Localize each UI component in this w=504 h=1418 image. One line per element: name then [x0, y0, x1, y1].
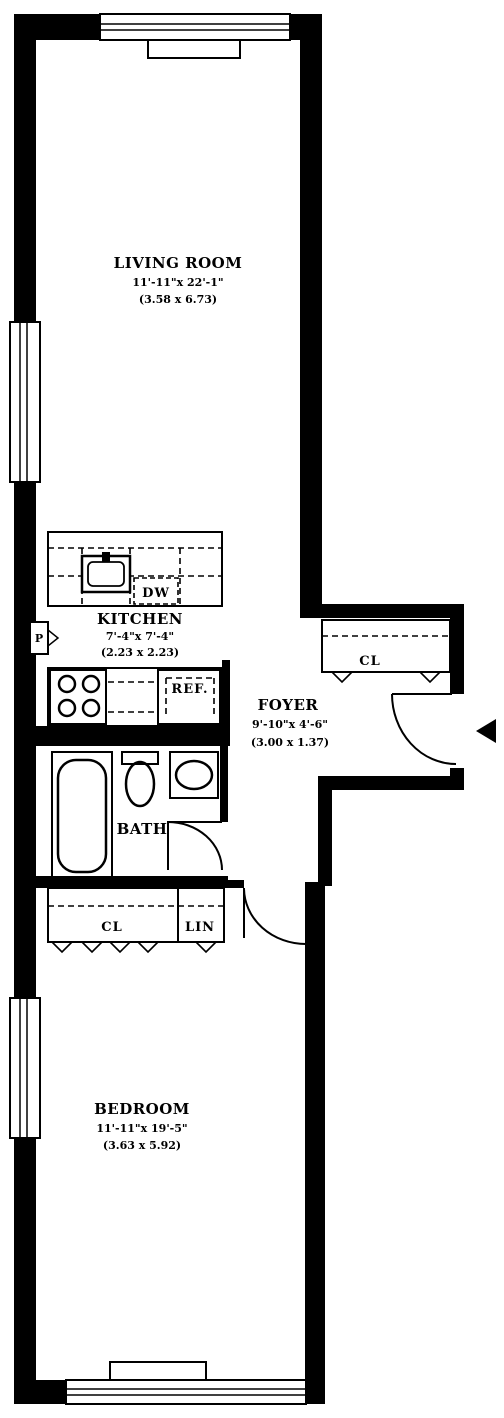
bath-bedroom-wall: [36, 876, 228, 888]
bath-right-wall: [220, 746, 228, 822]
bedroom-dim-imperial: 11'-11"x 19'-5": [96, 1122, 187, 1135]
dishwasher-label: DW: [142, 586, 170, 601]
foyer-bumpout-top-wall: [300, 604, 462, 618]
refrigerator: REF.: [157, 669, 221, 725]
bedroom-closet-label: CL: [101, 920, 123, 935]
foyer-bumpout-bottom-wall: [322, 776, 464, 790]
bath-name: BATH: [117, 820, 168, 838]
foyer-dim-imperial: 9'-10"x 4'-6": [252, 718, 328, 731]
kitchen-bath-wall: [36, 726, 228, 746]
living-left-window: [9, 321, 41, 483]
bedroom-name: BEDROOM: [94, 1100, 190, 1118]
right-exterior-wall-upper: [300, 14, 322, 614]
living-room-dim-metric: (3.58 x 6.73): [139, 293, 217, 306]
bath-door-swing: [167, 821, 223, 871]
bedroom-left-window: [9, 997, 41, 1139]
kitchen-sink: [80, 552, 132, 594]
foyer-lower-right-wall: [318, 776, 332, 886]
bedroom-dim-metric: (3.63 x 5.92): [103, 1139, 181, 1152]
kitchen-dim-imperial: 7'-4"x 7'-4": [106, 630, 174, 643]
pantry: P: [29, 621, 60, 655]
refrigerator-label: REF.: [171, 682, 208, 697]
toilet: [121, 751, 159, 808]
bath-sink: [169, 751, 219, 799]
stove: [49, 669, 107, 725]
kitchen-right-partition: [222, 660, 230, 746]
foyer-closet-label: CL: [359, 654, 381, 669]
living-top-window: [99, 13, 291, 59]
bedroom-door-swing: [243, 887, 307, 945]
right-exterior-wall-lower: [305, 882, 325, 1404]
bedroom-bottom-window: [65, 1361, 307, 1405]
left-exterior-wall: [14, 14, 36, 1404]
closet-door-markers: [50, 941, 218, 954]
foyer-closet: [321, 619, 451, 673]
living-room-name: LIVING ROOM: [114, 254, 243, 272]
living-room-dim-imperial: 11'-11"x 22'-1": [132, 276, 223, 289]
foyer-bumpout-right-wall-upper: [450, 604, 464, 694]
foyer-dim-metric: (3.00 x 1.37): [251, 736, 329, 749]
pantry-label: P: [35, 632, 43, 645]
kitchen-dim-metric: (2.23 x 2.23): [101, 646, 179, 659]
kitchen-upper-counter: [47, 531, 223, 607]
bedroom-closet: [47, 887, 225, 943]
entry-arrow-icon: [476, 719, 496, 743]
linen-closet-label: LIN: [185, 920, 215, 935]
entry-door-swing: [391, 693, 457, 765]
foyer-name: FOYER: [258, 696, 319, 714]
kitchen-name: KITCHEN: [97, 610, 183, 628]
bathtub: [51, 751, 113, 879]
